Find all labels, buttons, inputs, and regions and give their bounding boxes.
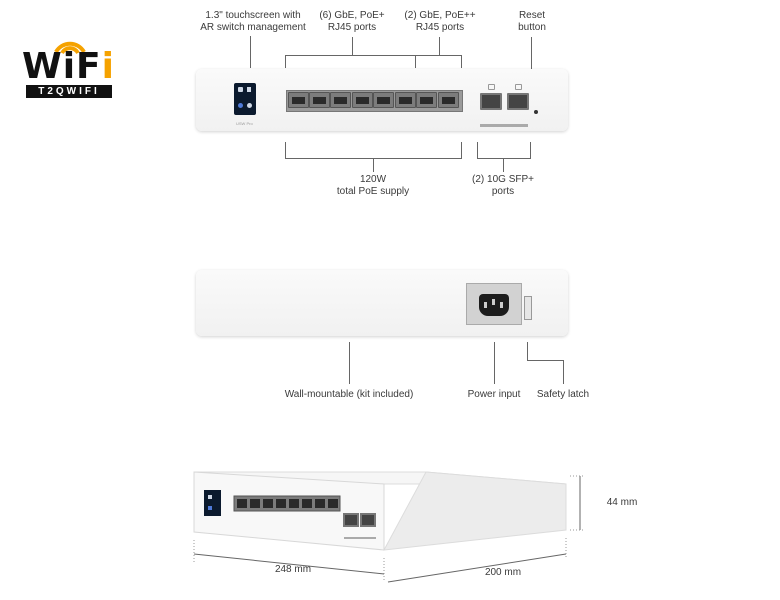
- height-dimension-label: 44 mm: [606, 497, 638, 508]
- power-inlet: [466, 283, 522, 325]
- logo-tag: T2QWIFI: [26, 85, 112, 98]
- sfp-led-1: [488, 84, 495, 90]
- rj45-port-6: [395, 92, 416, 108]
- safety-latch: [524, 296, 532, 320]
- sfp-port-1: [480, 93, 502, 110]
- rj45-port-1: [288, 92, 309, 108]
- width-dimension-label: 248 mm: [274, 564, 312, 575]
- power-input-label: Power input: [467, 389, 521, 400]
- rj45-port-2: [309, 92, 330, 108]
- wall-mount-label: Wall-mountable (kit included): [284, 389, 414, 400]
- brand-mark: USW Pro: [236, 121, 253, 126]
- rj45-port-8: [438, 92, 459, 108]
- switch-rear-view: [196, 270, 568, 336]
- sfp-label: (2) 10G SFP+ports: [472, 174, 534, 197]
- sfp-port-2: [507, 93, 529, 110]
- logo-wordmark: WiFi: [22, 46, 115, 87]
- logo-word-main: WiF: [22, 46, 102, 87]
- rj45-port-3: [330, 92, 351, 108]
- safety-latch-label: Safety latch: [536, 389, 590, 400]
- switch-front-view: USW Pro: [196, 69, 568, 131]
- wifi-signal-icon: [54, 41, 86, 55]
- touchscreen-display: [234, 83, 256, 115]
- switch-perspective-view: [193, 471, 584, 583]
- depth-dimension-label: 200 mm: [484, 567, 522, 578]
- reset-button: [534, 110, 538, 114]
- rj45-port-7: [416, 92, 437, 108]
- rj45-port-4: [352, 92, 373, 108]
- rj45-port-5: [373, 92, 394, 108]
- logo-word-i: i: [101, 46, 115, 87]
- power-socket-icon: [479, 294, 509, 316]
- gbe-poe-plusplus-label: (2) GbE, PoE++RJ45 ports: [404, 10, 476, 33]
- gbe-poe-plus-label: (6) GbE, PoE+RJ45 ports: [319, 10, 385, 33]
- sfp-led-2: [515, 84, 522, 90]
